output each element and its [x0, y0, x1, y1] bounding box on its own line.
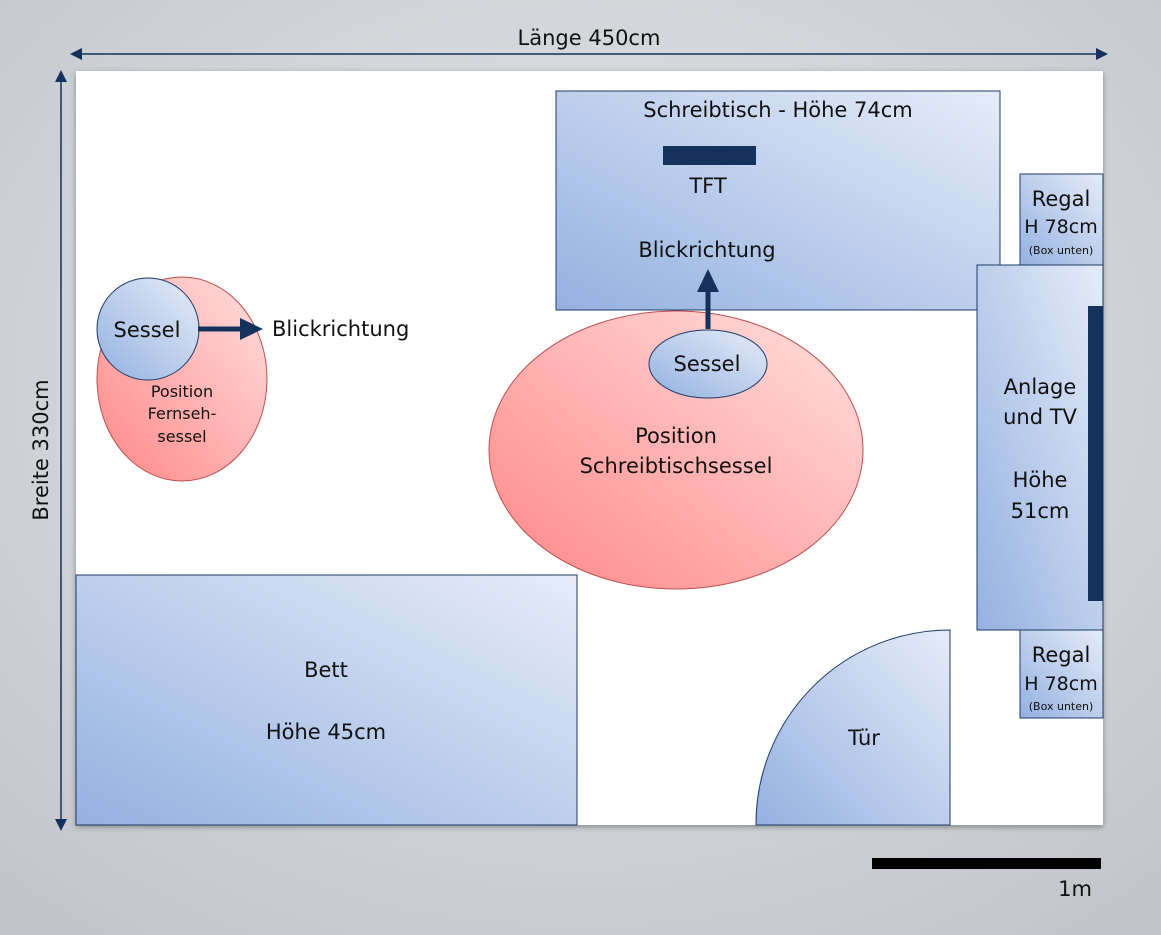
- shelf-bottom-title: Regal: [1032, 643, 1091, 667]
- shelf-bottom-body: [1019, 629, 1104, 719]
- door-swing: [755, 629, 951, 826]
- armchair-gaze-arrow: [198, 318, 263, 340]
- width-dimension: Breite 330cm: [29, 70, 67, 831]
- monitor-label: TFT: [688, 174, 727, 198]
- armchair-gaze-label: Blickrichtung: [272, 317, 409, 341]
- desk-chair-zone: Position Schreibtischsessel: [488, 310, 864, 590]
- tv-screen: [1088, 306, 1103, 601]
- shelf-bottom-note: (Box unten): [1029, 700, 1094, 713]
- av-unit-line3: Höhe: [1013, 468, 1068, 492]
- desk-chair-zone-area: [488, 310, 864, 590]
- bed-body: [75, 574, 578, 826]
- desk-gaze-arrow-head: [697, 269, 719, 292]
- desk-gaze-arrow: [697, 269, 719, 329]
- scale-bar: 1m: [872, 858, 1101, 901]
- desk-chair-zone-line1: Position: [635, 424, 717, 448]
- width-label: Breite 330cm: [29, 379, 53, 520]
- shelf-top-body: [1019, 173, 1104, 266]
- desk: Schreibtisch - Höhe 74cm TFT Blickrichtu…: [555, 90, 1001, 311]
- scale-label: 1m: [1058, 877, 1092, 901]
- armchair-zone-line3: sessel: [157, 427, 206, 446]
- bed: Bett Höhe 45cm: [75, 574, 578, 826]
- av-unit-line4: 51cm: [1011, 499, 1070, 523]
- length-label: Länge 450cm: [518, 26, 661, 50]
- shelf-bottom: Regal H 78cm (Box unten): [1019, 629, 1104, 719]
- desk-surface: [555, 90, 1001, 311]
- shelf-top: Regal H 78cm (Box unten): [1019, 173, 1104, 266]
- scale-bar-line: [872, 858, 1101, 869]
- av-unit-line1: Anlage: [1004, 375, 1077, 399]
- shelf-top-title: Regal: [1032, 187, 1091, 211]
- armchair-gaze-arrow-head: [240, 318, 263, 340]
- shelf-bottom-height: H 78cm: [1024, 673, 1097, 695]
- door-label: Tür: [847, 726, 880, 750]
- armchair-zone-line1: Position: [151, 382, 213, 401]
- av-unit-body: [976, 264, 1104, 631]
- length-dimension: Länge 450cm: [70, 26, 1108, 60]
- shelf-top-note: (Box unten): [1029, 244, 1094, 257]
- av-unit-line2: und TV: [1003, 405, 1077, 429]
- desk-title: Schreibtisch - Höhe 74cm: [643, 98, 913, 122]
- shelf-top-height: H 78cm: [1024, 216, 1097, 238]
- bed-height: Höhe 45cm: [266, 720, 386, 744]
- door: Tür: [755, 629, 951, 826]
- desk-chair-label: Sessel: [674, 352, 741, 376]
- desk-chair-seat: [648, 329, 768, 399]
- bed-title: Bett: [304, 658, 348, 682]
- monitor: [663, 146, 756, 165]
- desk-chair-zone-line2: Schreibtischsessel: [580, 454, 773, 478]
- desk-chair: Sessel: [648, 329, 768, 399]
- desk-gaze-label: Blickrichtung: [638, 238, 775, 262]
- av-unit: Anlage und TV Höhe 51cm: [976, 264, 1104, 631]
- armchair: Sessel: [96, 277, 200, 381]
- armchair-label: Sessel: [114, 318, 181, 342]
- armchair-zone-line2: Fernseh-: [148, 404, 217, 423]
